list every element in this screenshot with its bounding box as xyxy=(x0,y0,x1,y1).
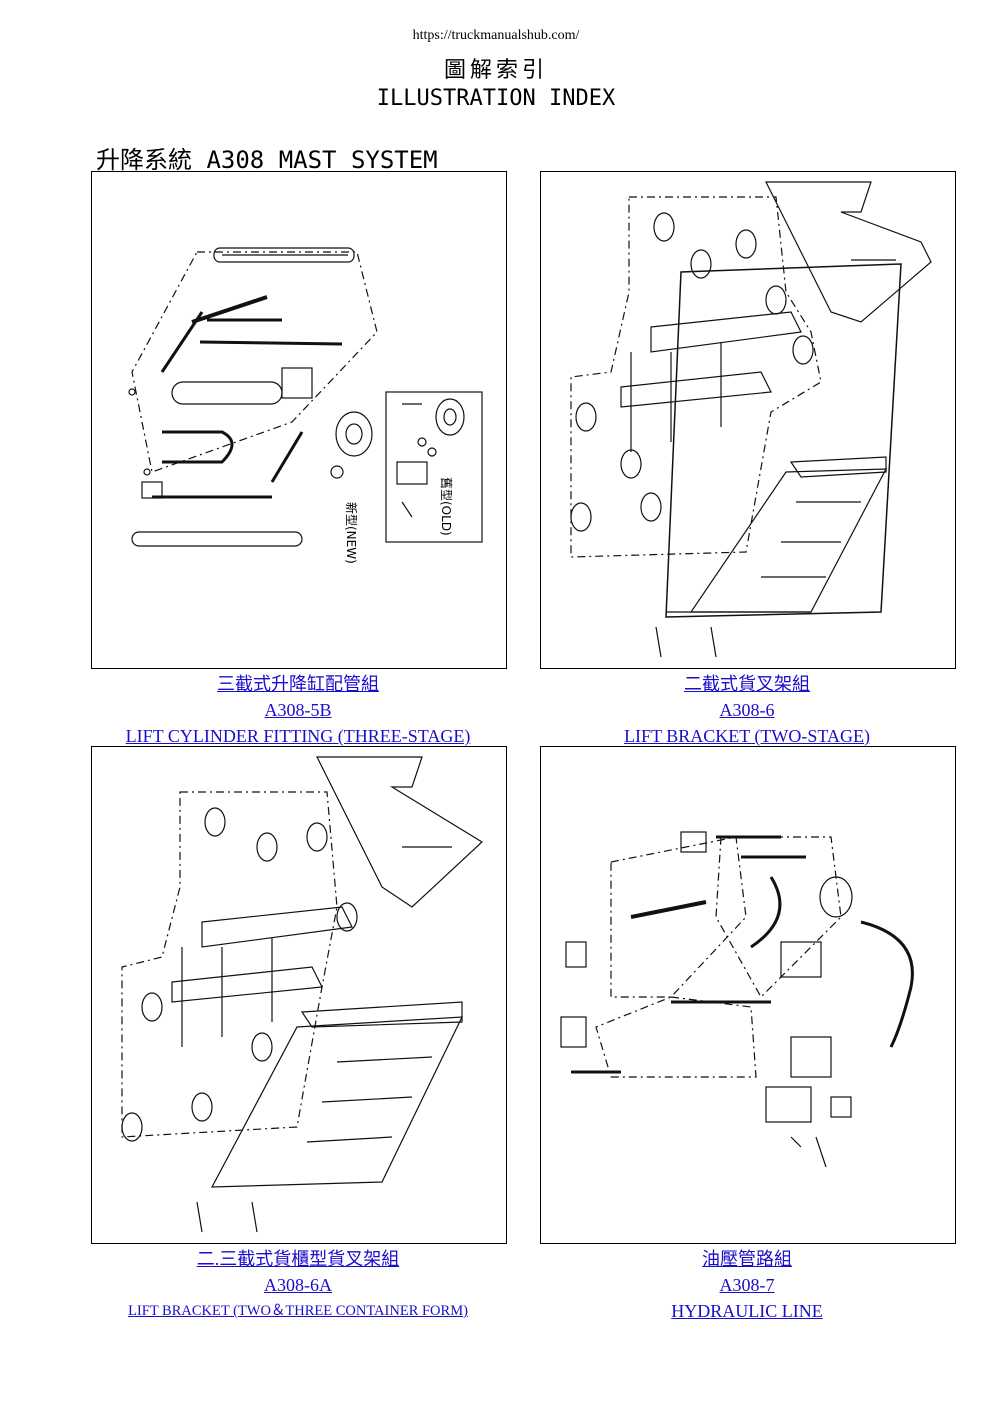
caption-code[interactable]: A308-7 xyxy=(719,1275,775,1295)
caption-code[interactable]: A308-6 xyxy=(719,700,775,720)
caption-a308-5b[interactable]: 三截式升降缸配管組 A308-5B LIFT CYLINDER FITTING … xyxy=(91,671,505,749)
caption-english[interactable]: LIFT CYLINDER FITTING (THREE-STAGE) xyxy=(125,726,471,746)
caption-chinese[interactable]: 油壓管路組 xyxy=(702,1249,792,1269)
diagram-lift-cylinder-fitting[interactable]: 新型(NEW) 舊型(OLD) xyxy=(91,171,507,669)
caption-chinese[interactable]: 二.三截式貨櫃型貨叉架組 xyxy=(196,1249,400,1269)
page-title-english: ILLUSTRATION INDEX xyxy=(376,86,616,111)
exploded-view-drawing xyxy=(560,831,914,1168)
diagram-hydraulic-line[interactable] xyxy=(540,746,956,1244)
page-title-chinese: 圖解索引 xyxy=(443,58,548,83)
caption-code[interactable]: A308-5B xyxy=(264,700,332,720)
label-old-type: 舊型(OLD) xyxy=(439,477,454,536)
exploded-view-drawing xyxy=(570,181,932,658)
caption-a308-7[interactable]: 油壓管路組 A308-7 HYDRAULIC LINE xyxy=(540,1246,954,1324)
label-new-type: 新型(NEW) xyxy=(344,502,359,564)
caption-english[interactable]: LIFT BRACKET (TWO-STAGE) xyxy=(624,726,870,746)
caption-chinese[interactable]: 三截式升降缸配管組 xyxy=(217,674,379,694)
exploded-view-drawing xyxy=(121,756,483,1233)
diagram-lift-bracket-container-form[interactable] xyxy=(91,746,507,1244)
caption-a308-6[interactable]: 二截式貨叉架組 A308-6 LIFT BRACKET (TWO-STAGE) xyxy=(540,671,954,749)
caption-english[interactable]: HYDRAULIC LINE xyxy=(671,1301,823,1321)
section-title: 升降系統 A308 MAST SYSTEM xyxy=(96,146,438,174)
caption-code[interactable]: A308-6A xyxy=(264,1275,332,1295)
caption-chinese[interactable]: 二截式貨叉架組 xyxy=(684,674,810,694)
diagram-lift-bracket-two-stage[interactable] xyxy=(540,171,956,669)
source-url[interactable]: https://truckmanualshub.com/ xyxy=(412,28,580,43)
exploded-view-drawing: 新型(NEW) 舊型(OLD) xyxy=(128,247,483,564)
caption-english[interactable]: LIFT BRACKET (TWO＆THREE CONTAINER FORM) xyxy=(128,1303,468,1319)
caption-a308-6a[interactable]: 二.三截式貨櫃型貨叉架組 A308-6A LIFT BRACKET (TWO＆T… xyxy=(91,1246,505,1324)
